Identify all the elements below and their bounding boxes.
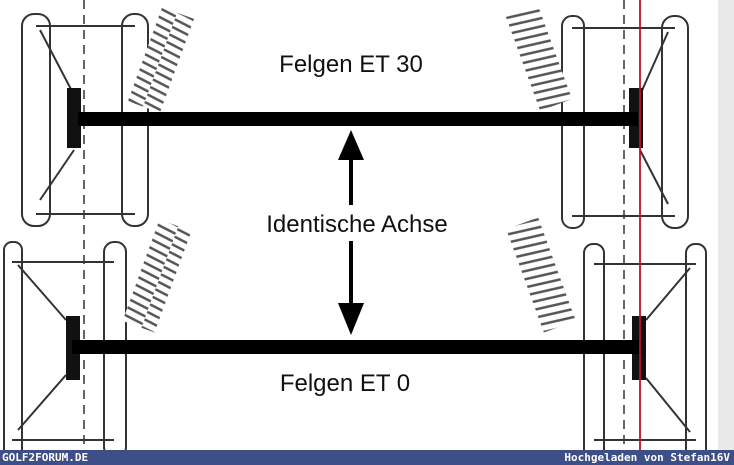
- top-right-spring: [505, 5, 573, 111]
- footer-bar: GOLF2FORUM.DE Hochgeladen von Stefan16V: [0, 450, 734, 465]
- label-middle: Identische Achse: [266, 211, 447, 238]
- label-top: Felgen ET 30: [279, 51, 423, 78]
- bottom-left-spring: [122, 219, 192, 333]
- top-left-wheel: [21, 0, 149, 450]
- site-name[interactable]: GOLF2FORUM.DE: [2, 451, 89, 464]
- top-axle-bar: [78, 112, 638, 126]
- right-margin: [718, 0, 734, 450]
- upload-credit: Hochgeladen von Stefan16V: [564, 451, 730, 464]
- bottom-left-wheel: [3, 241, 127, 450]
- bottom-axle-bar: [72, 340, 642, 354]
- top-left-spring: [127, 7, 195, 113]
- axle-offset-diagram: Felgen ET 30 Felgen ET 0 Identische Achs…: [3, 0, 707, 450]
- label-bottom: Felgen ET 0: [280, 370, 410, 397]
- bottom-right-spring: [506, 217, 576, 333]
- top-right-wheel: [561, 0, 689, 450]
